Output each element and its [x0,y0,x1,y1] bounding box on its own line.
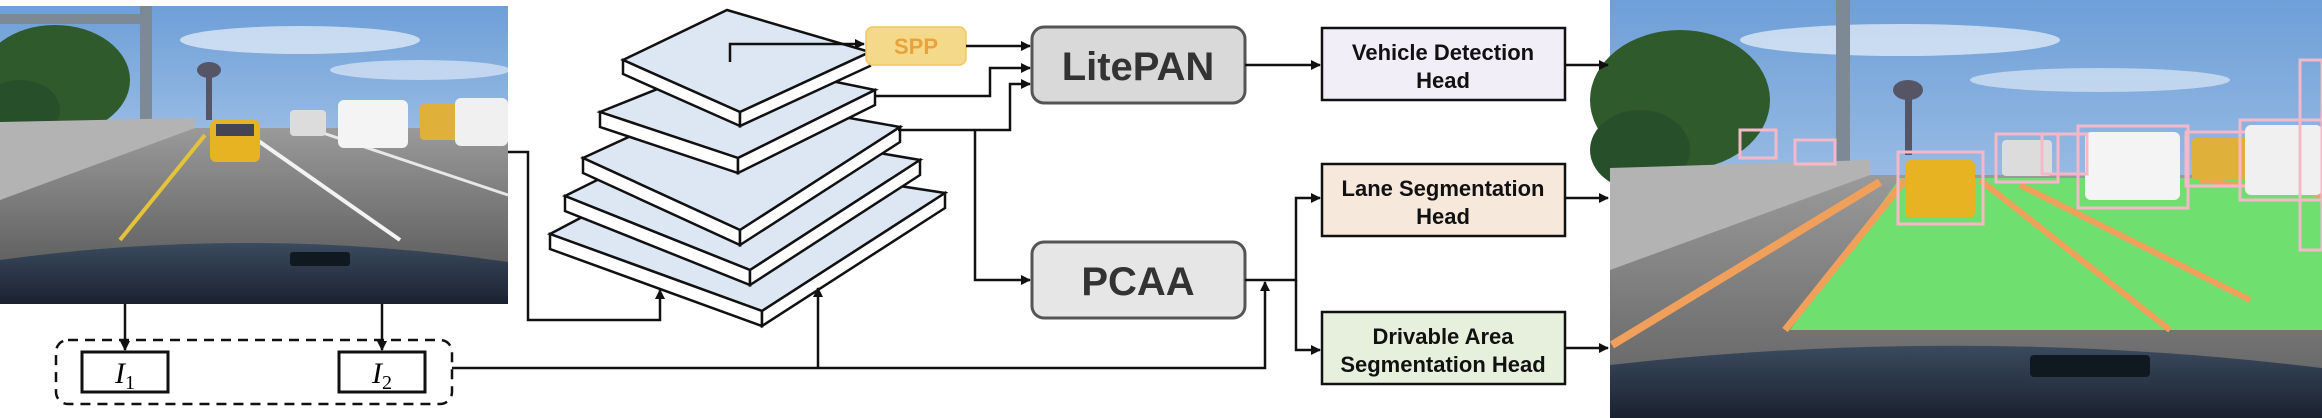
lane-segmentation-head [1320,162,1567,238]
vehicle-detection-head [1320,26,1567,102]
vehicle-head-line2: Head [1416,68,1470,93]
drivable-head-line1: Drivable Area [1372,324,1514,349]
input-frames-group [54,338,454,406]
output-image [1590,0,2322,418]
litepan-label: LitePAN [1062,45,1215,89]
lane-head-line2: Head [1416,204,1470,229]
input-image [0,6,510,304]
frame-i1-label: I1 [114,357,135,394]
frame-i2-box [337,350,427,394]
spp-label: SPP [894,34,938,59]
lane-head-line1: Lane Segmentation [1342,176,1545,201]
backbone-feature-pyramid [546,8,949,329]
lane-overlay [1609,178,1883,349]
vehicle-bbox [1896,150,1985,226]
drivable-head-line2: Segmentation Head [1340,352,1545,377]
pcaa-label: PCAA [1081,260,1194,304]
vehicle-head-line1: Vehicle Detection [1352,40,1534,65]
frame-i1-box [80,350,170,394]
frame-i2-label: I2 [371,357,392,394]
drivable-area-head [1320,310,1567,386]
